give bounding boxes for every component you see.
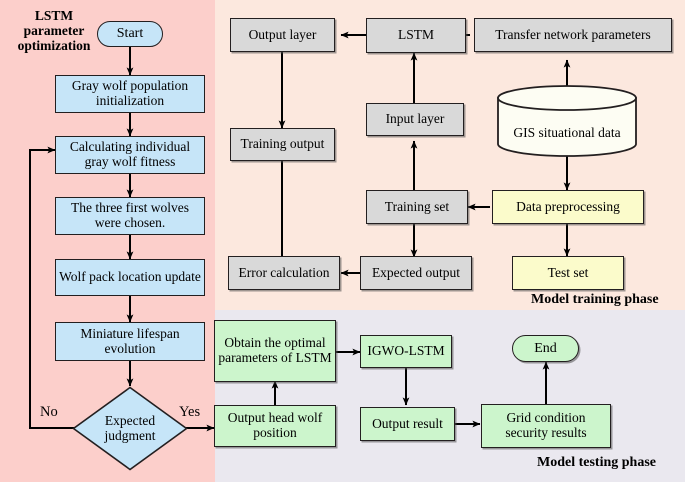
- node-miniature-lifespan-evolution[interactable]: Miniature lifespan evolution: [55, 322, 205, 361]
- node-data-preprocessing[interactable]: Data preprocessing: [492, 190, 644, 224]
- node-grid-condition-security-results[interactable]: Grid condition security results: [481, 404, 611, 448]
- node-output-result[interactable]: Output result: [360, 407, 455, 441]
- node-igwo-lstm[interactable]: IGWO-LSTM: [360, 335, 452, 368]
- phase-label-model-training: Model training phase: [531, 292, 659, 307]
- node-training-output[interactable]: Training output: [230, 128, 335, 161]
- node-expected-output[interactable]: Expected output: [360, 256, 472, 290]
- page-title: LSTM parameter optimization: [8, 8, 100, 53]
- node-wolf-pack-location-update[interactable]: Wolf pack location update: [55, 259, 205, 296]
- page-title-line-2: parameter: [23, 23, 85, 39]
- page-title-line-1: LSTM: [34, 8, 74, 23]
- node-training-set[interactable]: Training set: [366, 190, 468, 224]
- node-input-layer[interactable]: Input layer: [366, 103, 464, 136]
- node-obtain-optimal-parameters-of-lstm[interactable]: Obtain the optimal parameters of LSTM: [214, 320, 336, 382]
- node-test-set[interactable]: Test set: [512, 256, 624, 290]
- phase-label-model-testing: Model testing phase: [537, 455, 656, 470]
- branch-label-no: No: [40, 404, 58, 420]
- page-title-line-3: optimization: [17, 38, 91, 54]
- node-gis-situational-data-label: GIS situational data: [513, 125, 621, 140]
- node-expected-judgment-label: Expected judgment: [104, 412, 156, 443]
- node-transfer-network-parameters[interactable]: Transfer network parameters: [474, 18, 672, 52]
- node-output-head-wolf-position[interactable]: Output head wolf position: [214, 405, 336, 447]
- node-gis-situational-data[interactable]: GIS situational data: [496, 85, 638, 157]
- node-three-first-wolves-chosen[interactable]: The three first wolves were chosen.: [55, 197, 205, 235]
- node-output-layer[interactable]: Output layer: [230, 18, 335, 52]
- node-lstm[interactable]: LSTM: [366, 18, 466, 53]
- node-calculating-individual-gray-wolf-fitness[interactable]: Calculating individual gray wolf fitness: [55, 136, 205, 174]
- node-expected-judgment[interactable]: Expected judgment: [72, 386, 188, 471]
- node-gray-wolf-population-initialization[interactable]: Gray wolf population initialization: [55, 75, 205, 113]
- node-start[interactable]: Start: [97, 21, 163, 47]
- node-end[interactable]: End: [512, 335, 579, 362]
- branch-label-yes: Yes: [179, 404, 201, 420]
- node-error-calculation[interactable]: Error calculation: [228, 256, 340, 290]
